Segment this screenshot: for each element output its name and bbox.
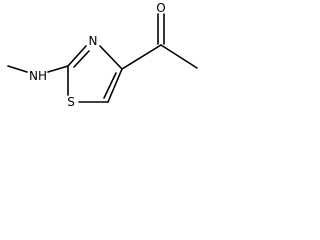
structure-diagram: O N NH S bbox=[7, 1, 198, 109]
bond-n3-c4 bbox=[99, 45, 123, 70]
atom-nitrogen-ring: N bbox=[89, 34, 98, 48]
bond-c4-c5-second bbox=[103, 72, 117, 99]
bond-carbonyl-methyl bbox=[160, 44, 198, 69]
bond-c2-n3-second bbox=[73, 50, 90, 68]
bond-nh-c2 bbox=[47, 65, 69, 73]
atom-sulfur: S bbox=[67, 95, 75, 109]
atom-oxygen: O bbox=[156, 1, 165, 15]
bond-c4-carbonyl bbox=[121, 44, 162, 70]
atom-labels: O N NH S bbox=[29, 1, 166, 109]
bond-c2-n3 bbox=[67, 45, 87, 67]
bond-methyl-nh bbox=[7, 65, 28, 73]
atom-amine: NH bbox=[29, 69, 47, 83]
bonds bbox=[7, 13, 198, 103]
bond-c4-c5 bbox=[107, 68, 123, 103]
